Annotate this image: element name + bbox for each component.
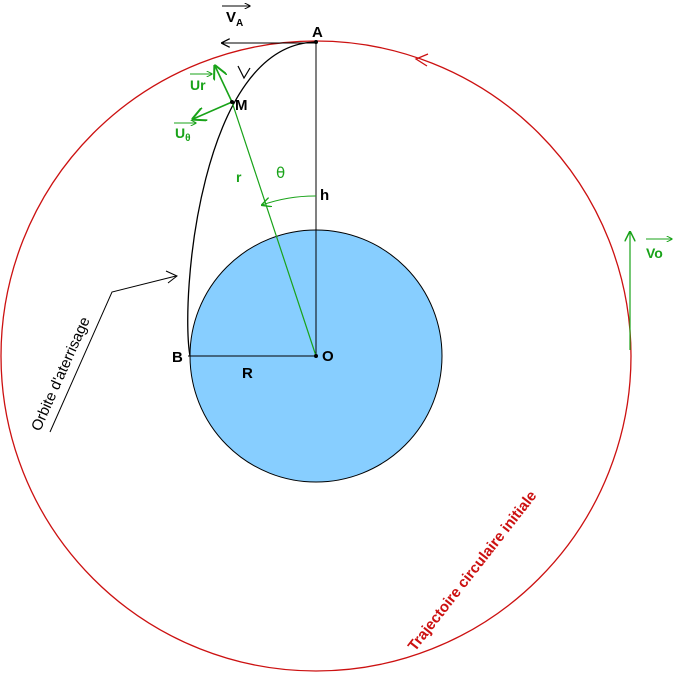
label-landing-orbit: Orbite d'aterrisage xyxy=(28,314,94,433)
initial-orbit-direction-arrow xyxy=(414,53,429,67)
point-m-dot xyxy=(230,100,234,104)
label-angle-theta: θ xyxy=(276,164,285,182)
label-radius-R: R xyxy=(242,365,253,382)
ur-arrow xyxy=(215,66,233,103)
point-o-dot xyxy=(314,354,318,358)
label-velocity-a: VA xyxy=(226,9,243,29)
label-vo: Vo xyxy=(646,245,663,261)
radius-vector-line xyxy=(231,101,317,357)
landing-orbit-leader xyxy=(49,275,177,433)
label-ur: Ur xyxy=(190,77,206,93)
label-altitude-h: h xyxy=(320,187,329,204)
landing-orbit-curve xyxy=(187,41,317,357)
label-point-b: B xyxy=(172,349,183,366)
theta-angle-arc xyxy=(262,195,317,205)
label-radius-r: r xyxy=(236,169,242,185)
label-point-m: M xyxy=(235,97,248,114)
label-utheta: Uθ xyxy=(175,125,191,144)
label-point-a: A xyxy=(312,24,323,41)
landing-orbit-leader-arrowhead xyxy=(165,270,178,284)
utheta-arrow xyxy=(193,101,233,119)
landing-orbit-direction-arrow xyxy=(237,65,251,80)
label-point-o: O xyxy=(322,348,334,365)
point-a-dot xyxy=(314,40,318,44)
